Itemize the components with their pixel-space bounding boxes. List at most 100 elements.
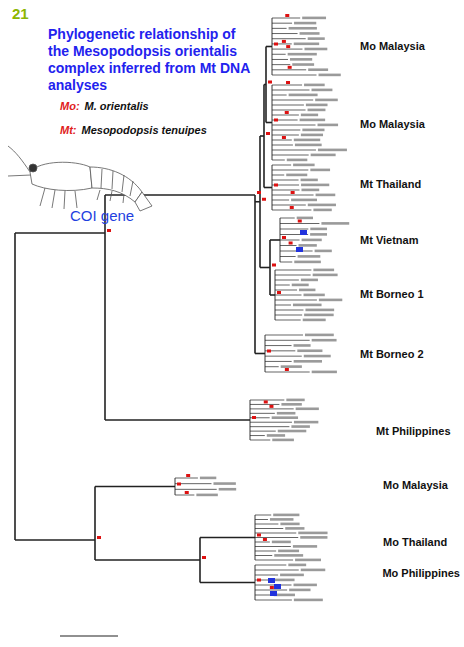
tip-branch <box>272 125 316 126</box>
bootstrap-mark <box>185 491 189 494</box>
shrimp-limb <box>123 194 124 203</box>
tip-label-mark <box>308 68 328 71</box>
tip-label-mark <box>294 344 311 347</box>
bootstrap-mark <box>282 136 286 139</box>
clade-branch <box>272 165 273 210</box>
tip-branch <box>272 33 298 34</box>
tip-label-mark <box>304 355 331 358</box>
internal-branch <box>266 122 272 124</box>
tip-label-mark <box>292 284 309 287</box>
tip-branch <box>255 595 272 596</box>
tip-branch <box>275 310 303 311</box>
tip-branch <box>250 400 284 401</box>
tip-branch <box>272 95 287 96</box>
tip-branch <box>265 345 292 346</box>
highlight-mark <box>296 247 303 252</box>
internal-branch <box>199 538 201 583</box>
internal-branch <box>270 239 280 241</box>
internal-branch <box>94 487 96 561</box>
shrimp-limb <box>40 188 45 206</box>
tip-label-mark <box>313 269 334 272</box>
tip-label-mark <box>293 164 315 167</box>
tip-label-mark <box>294 599 323 602</box>
bootstrap-mark <box>270 586 274 589</box>
page-number: 21 <box>12 5 29 23</box>
internal-branch <box>263 85 265 188</box>
tip-label-mark <box>289 27 317 30</box>
tip-label-mark <box>303 319 326 322</box>
internal-branch <box>265 47 267 123</box>
tip-branch <box>272 210 311 211</box>
shrimp-limb <box>75 191 77 208</box>
bootstrap-mark <box>267 350 271 353</box>
tip-branch <box>280 256 296 257</box>
tip-label-mark <box>301 114 318 117</box>
tip-label-mark <box>272 541 291 544</box>
legend-text: Mesopodopsis tenuipes <box>82 124 207 137</box>
tip-label-mark <box>267 434 285 437</box>
tip-branch <box>272 49 302 50</box>
figure-title: Phylogenetic relationship of the Mesopod… <box>48 26 256 94</box>
tip-branch <box>272 190 299 191</box>
tip-branch <box>280 223 319 224</box>
tip-label-mark <box>297 217 313 220</box>
bootstrap-mark <box>282 236 286 239</box>
tip-branch <box>272 38 306 39</box>
tip-branch <box>255 565 286 566</box>
tip-branch <box>255 537 298 538</box>
tip-branch <box>175 495 194 496</box>
tip-label-mark <box>310 228 327 231</box>
tip-branch <box>265 366 279 367</box>
clade-label: Mo Malaysia <box>383 479 448 492</box>
tip-branch <box>255 524 278 525</box>
tip-branch <box>272 64 290 65</box>
tip-branch <box>265 372 310 373</box>
tip-label-mark <box>286 399 304 402</box>
tip-label-mark <box>294 43 319 46</box>
shrimp-abdomen <box>90 167 142 202</box>
tip-branch <box>272 185 299 186</box>
tip-label-mark <box>270 518 294 521</box>
tip-label-mark <box>305 309 334 312</box>
tip-label-mark <box>310 233 327 236</box>
clade-label: Mo Philippines <box>382 567 460 580</box>
tip-label-mark <box>306 104 328 107</box>
tip-label-mark <box>313 209 331 212</box>
bootstrap-mark <box>288 66 292 69</box>
tip-branch <box>250 404 279 405</box>
tip-label-mark <box>200 477 216 480</box>
clade-branch <box>250 400 251 440</box>
shrimp-limb <box>97 190 100 200</box>
tip-label-mark <box>315 99 338 102</box>
bootstrap-mark <box>274 119 278 122</box>
tip-branch <box>272 85 302 86</box>
tip-label-mark <box>305 334 334 337</box>
tip-branch <box>272 130 300 131</box>
shrimp-limb <box>52 190 55 208</box>
tip-branch <box>272 135 299 136</box>
internal-branch <box>15 539 95 541</box>
tip-branch <box>255 555 272 556</box>
tip-branch <box>265 335 303 336</box>
tip-label-mark <box>273 579 294 582</box>
tip-label-mark <box>294 584 317 587</box>
tip-label-mark <box>294 261 321 264</box>
bootstrap-mark <box>269 405 273 408</box>
tip-label-mark <box>213 482 235 485</box>
internal-branch <box>260 267 270 269</box>
tip-branch <box>255 515 271 516</box>
tip-label-mark <box>288 53 317 56</box>
tip-label-mark <box>301 134 323 137</box>
internal-branch <box>14 233 16 540</box>
tip-label-mark <box>301 279 318 282</box>
tip-branch <box>275 270 311 271</box>
tip-label-mark <box>316 194 336 197</box>
bootstrap-mark <box>257 191 261 194</box>
tip-branch <box>255 519 268 520</box>
tip-branch <box>275 320 301 321</box>
tip-branch <box>250 435 265 436</box>
bootstrap-mark <box>286 45 290 48</box>
bootstrap-mark <box>282 40 286 43</box>
tip-label-mark <box>299 289 315 292</box>
tip-label-mark <box>301 189 319 192</box>
